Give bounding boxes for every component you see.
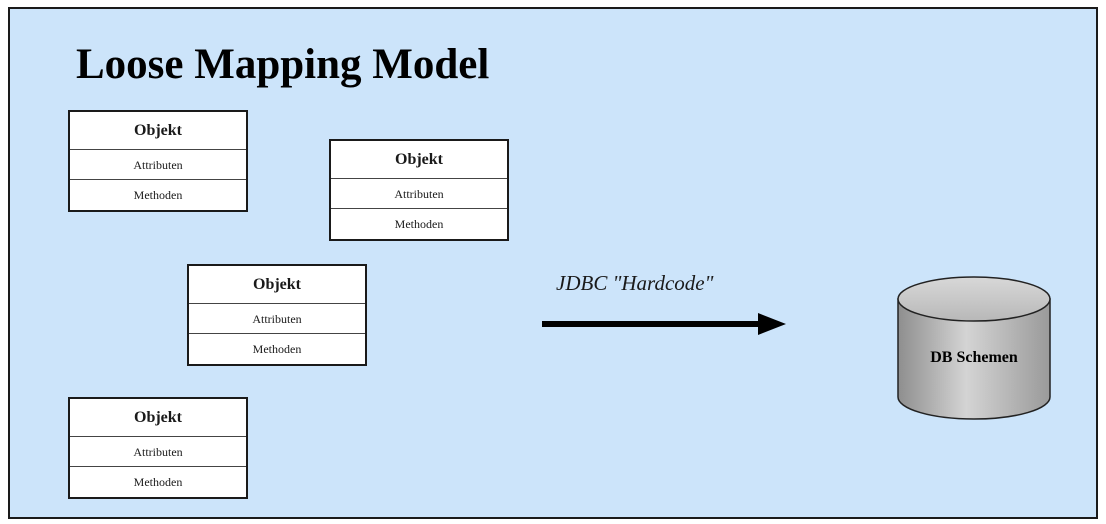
class-box: Objekt Attributen Methoden — [68, 397, 248, 499]
class-attributes: Attributen — [70, 150, 246, 180]
slide-title: Loose Mapping Model — [76, 41, 490, 88]
database-label: DB Schemen — [930, 349, 1018, 366]
class-name: Objekt — [70, 112, 246, 150]
class-box: Objekt Attributen Methoden — [187, 264, 367, 366]
class-methods: Methoden — [133, 188, 183, 202]
class-name: Objekt — [331, 141, 507, 179]
class-name: Objekt — [189, 266, 365, 304]
arrow-right-icon — [542, 313, 786, 335]
class-box: Objekt Attributen Methoden — [329, 139, 509, 241]
class-methods: Methoden — [394, 217, 444, 231]
slide: Loose Mapping Model Objekt Attributen Me… — [8, 7, 1098, 519]
jdbc-hardcode-label: JDBC "Hardcode" — [556, 271, 714, 295]
class-box: Objekt Attributen Methoden — [68, 110, 248, 212]
class-attributes: Attributen — [189, 304, 365, 334]
class-attributes: Attributen — [70, 437, 246, 467]
class-attributes: Attributen — [331, 179, 507, 209]
database-cylinder-icon — [897, 276, 1051, 420]
class-name: Objekt — [70, 399, 246, 437]
class-methods: Methoden — [133, 475, 183, 489]
class-methods: Methoden — [252, 342, 302, 356]
